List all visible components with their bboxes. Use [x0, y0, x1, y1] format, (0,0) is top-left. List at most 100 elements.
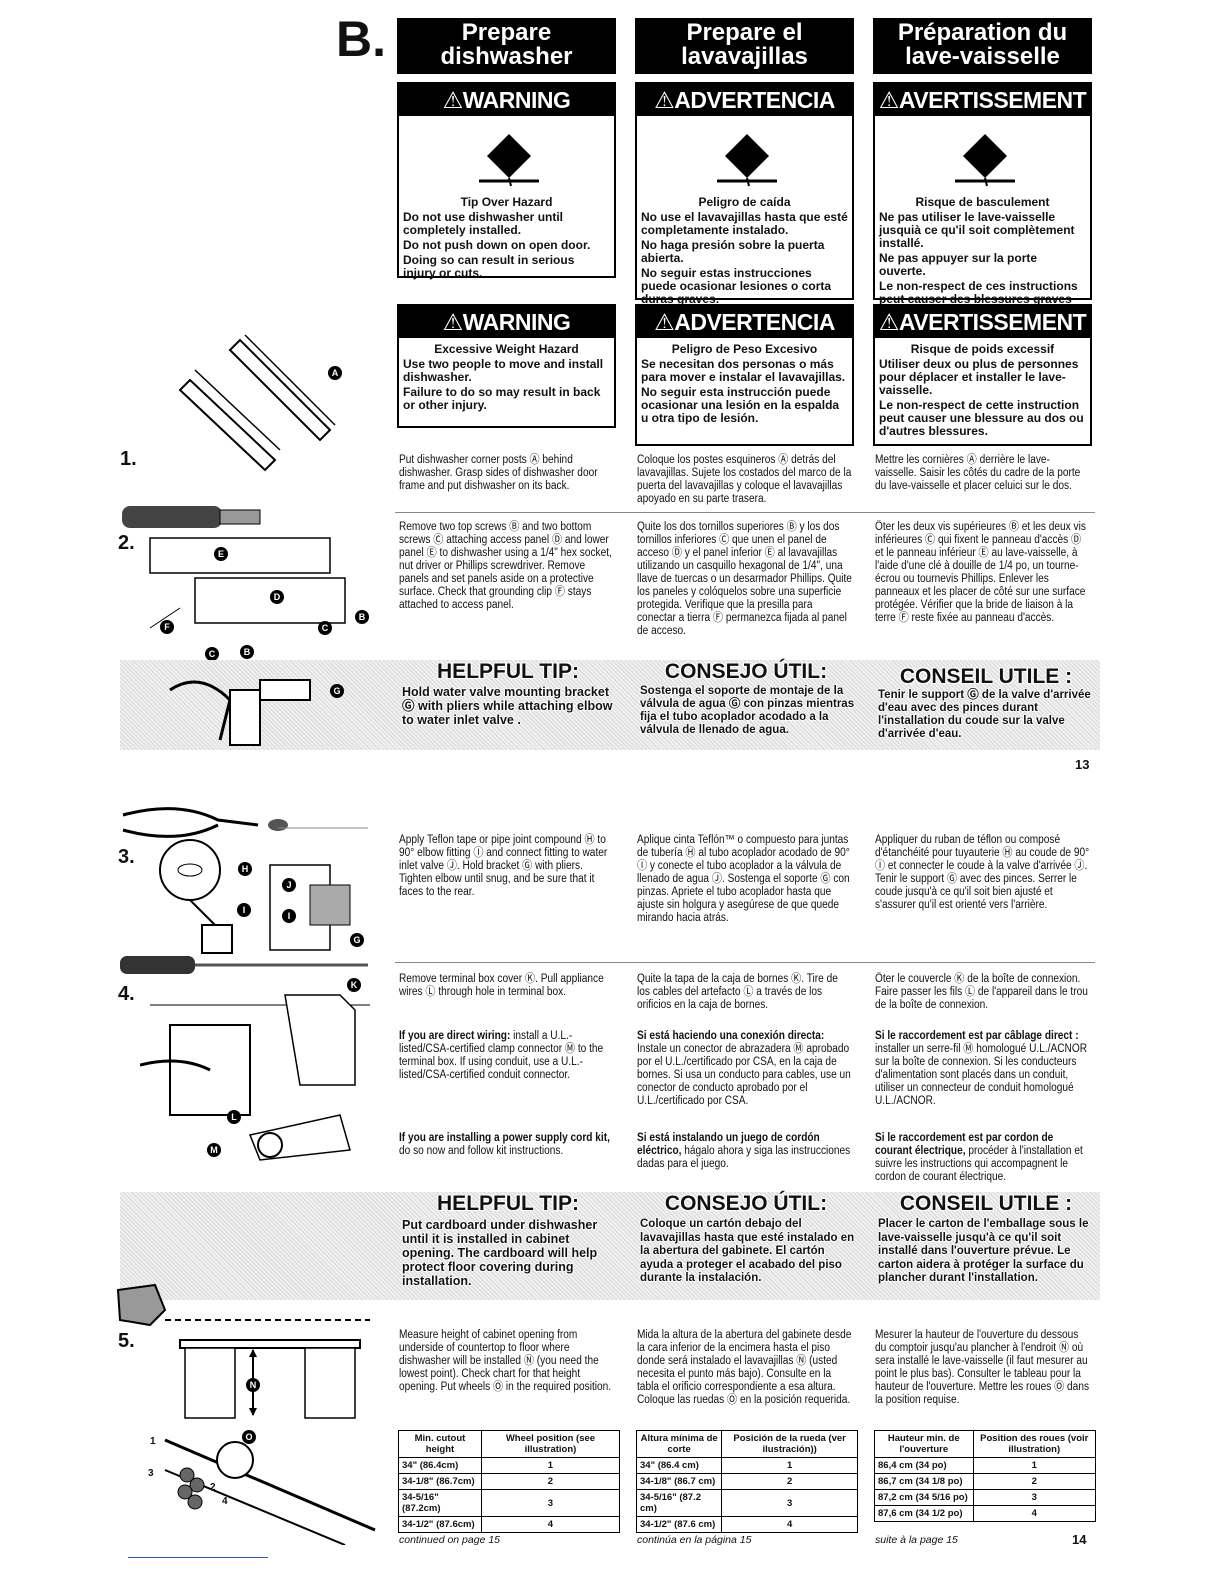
callout-h: H: [238, 862, 252, 876]
tip-text: Tenir le support Ⓖ de la valve d'arrivée…: [878, 689, 1091, 740]
callout-i: I: [237, 903, 251, 917]
warning-line: No haga presión sobre la puerta abierta.: [641, 238, 825, 265]
step2-text-fr: Ôter les deux vis supérieures Ⓑ et les d…: [875, 521, 1086, 624]
page-number-top: 13: [1075, 757, 1090, 772]
cabinet-opening-illustration: [179, 1339, 361, 1419]
continued-note-fr: suite à la page 15: [875, 1534, 958, 1546]
divider: [128, 1557, 268, 1558]
step5-text-fr: Mesurer la hauteur de l'ouverture du des…: [875, 1329, 1090, 1406]
step-number: 3.: [118, 846, 135, 868]
warning-label: ⚠ADVERTENCIA: [637, 306, 852, 338]
warning-line: Do not push down on open door.: [403, 238, 591, 252]
step1-text-es: Coloque los postes esquineros Ⓐ detrás d…: [637, 454, 852, 505]
table-cell: 2: [480, 1473, 621, 1490]
header-line2: dishwasher: [440, 43, 573, 70]
table-cell: 34-5/16" (87.2 cm): [635, 1489, 723, 1517]
continued-note-es: continúa en la página 15: [637, 1534, 752, 1546]
callout-i: I: [282, 909, 296, 923]
wheel-label: 1: [150, 1436, 156, 1447]
callout-o: O: [242, 1430, 256, 1444]
warning-line: Utiliser deux ou plus de personnes pour …: [879, 357, 1079, 397]
warning-line: No use el lavavajillas hasta que esté co…: [641, 210, 848, 237]
section-letter: B.: [336, 11, 386, 67]
tip-over-icon: [637, 116, 852, 191]
table-cell: 86,4 cm (34 po): [874, 1457, 974, 1474]
warning-title: Risque de basculement: [915, 195, 1050, 209]
direct-wiring-text: Instale un conector de abrazadera Ⓜ apro…: [637, 1043, 851, 1107]
table-row: 34-1/2" (87.6cm)4: [398, 1516, 621, 1533]
warning-title: Excessive Weight Hazard: [434, 342, 579, 356]
warning-label: ⚠AVERTISSEMENT: [875, 306, 1090, 338]
table-cell: 87,6 cm (34 1/2 po): [874, 1505, 974, 1522]
warning-line: Se necesitan dos personas o más para mov…: [641, 357, 846, 384]
helpful-tip-banner: [120, 1192, 1100, 1300]
cord-kit-text: do so now and follow kit instructions.: [399, 1145, 564, 1157]
tip-heading: CONSEJO ÚTIL:: [664, 660, 828, 683]
cord-kit-text: hágalo ahora y siga las instrucciones da…: [637, 1145, 851, 1170]
table-row: 34-5/16" (87.2cm)3: [398, 1489, 621, 1517]
header-line1: Prepare: [461, 19, 552, 46]
direct-wiring-heading: Si le raccordement est par câblage direc…: [875, 1030, 1079, 1042]
table-cell: 34" (86.4cm): [398, 1457, 482, 1474]
callout-c: C: [205, 647, 219, 661]
header-line2: lave-vaisselle: [905, 43, 1060, 70]
pliers-bracket-illustration: [169, 679, 311, 746]
header-line1: Prepare el: [686, 19, 803, 46]
table-cell: 34-1/8" (86.7 cm): [635, 1473, 723, 1490]
step1-text-en: Put dishwasher corner posts Ⓐ behind dis…: [399, 454, 598, 492]
terminal-box-illustration: [140, 994, 370, 1161]
table-cell: 4: [480, 1516, 621, 1533]
callout-a: A: [328, 366, 342, 380]
warning-box-weight-es: ⚠ADVERTENCIA Peligro de Peso Excesivo Se…: [635, 304, 854, 446]
direct-wiring-text: installer un serre-fil Ⓜ homologué U.L./…: [875, 1043, 1088, 1107]
table-row: 34-5/16" (87.2 cm)3: [635, 1489, 858, 1517]
divider: [395, 512, 1095, 513]
step4-cord-fr: Si le raccordement est par cordon de cou…: [875, 1132, 1091, 1184]
step4-text-fr: Ôter le couvercle Ⓚ de la boîte de conne…: [875, 973, 1088, 1011]
step-number: 1.: [120, 448, 137, 470]
header-english: Prepare dishwasher: [397, 18, 616, 74]
tip-over-icon: [875, 116, 1090, 191]
step5-text-es: Mida la altura de la abertura del gabine…: [637, 1329, 852, 1406]
table-cell: 34" (86.4 cm): [635, 1457, 723, 1474]
step4-text-en: Remove terminal box cover Ⓚ. Pull applia…: [399, 973, 604, 998]
callout-g: G: [330, 684, 344, 698]
warning-label: ⚠AVERTISSEMENT: [875, 84, 1090, 116]
wheel-label: 2: [210, 1482, 216, 1493]
step3-text-en: Apply Teflon tape or pipe joint compound…: [399, 834, 608, 898]
tip-heading: CONSEIL UTILE :: [899, 1192, 1073, 1215]
step3-text-es: Aplique cinta Teflón™ o compuesto para j…: [637, 834, 850, 924]
header-french: Préparation du lave-vaisselle: [873, 18, 1092, 74]
wheel-label: 3: [148, 1468, 154, 1479]
step-number: 5.: [118, 1330, 135, 1352]
direct-wiring-heading: Si está haciendo una conexión directa:: [637, 1030, 825, 1042]
warning-box-weight-en: ⚠WARNING Excessive Weight Hazard Use two…: [397, 304, 616, 428]
table-row: 34" (86.4cm)1: [398, 1457, 621, 1474]
warning-box-tip-over-en: ⚠WARNING Tip Over Hazard Do not use dish…: [397, 82, 616, 280]
warning-line: Failure to do so may result in back or o…: [403, 385, 601, 412]
cord-kit-text: procéder à l'installation et suivre les …: [875, 1145, 1083, 1183]
table-cell: 34-1/8" (86.7cm): [398, 1473, 482, 1490]
header-line2: lavavajillas: [681, 43, 808, 70]
callout-j: J: [282, 878, 296, 892]
warning-box-tip-over-fr: ⚠AVERTISSEMENT Risque de basculement Ne …: [873, 82, 1092, 319]
table-cell: 87,2 cm (34 5/16 po): [874, 1489, 974, 1506]
table-row: 34-1/2" (87.6 cm)4: [635, 1516, 858, 1533]
table-cell: 1: [721, 1457, 858, 1474]
table-cell: 3: [480, 1489, 621, 1517]
callout-g: G: [350, 933, 364, 947]
tip-heading: HELPFUL TIP:: [437, 1192, 579, 1215]
table-cell: 34-1/2" (87.6cm): [398, 1516, 482, 1533]
callout-d: D: [270, 590, 284, 604]
table-row: 87,6 cm (34 1/2 po)4: [874, 1505, 1097, 1522]
tip-text: Coloque un cartón debajo del lavavajilla…: [640, 1218, 855, 1284]
table-header: Wheel position (see illustration): [480, 1430, 621, 1458]
table-cell: 3: [972, 1489, 1097, 1506]
warning-line: Ne pas utiliser le lave-vaisselle jusqui…: [879, 210, 1075, 250]
corner-posts-illustration: [178, 334, 336, 472]
table-cell: 4: [972, 1505, 1097, 1522]
warning-line: Use two people to move and install dishw…: [403, 357, 604, 384]
tip-text: Placer le carton de l'emballage sous le …: [878, 1218, 1089, 1284]
